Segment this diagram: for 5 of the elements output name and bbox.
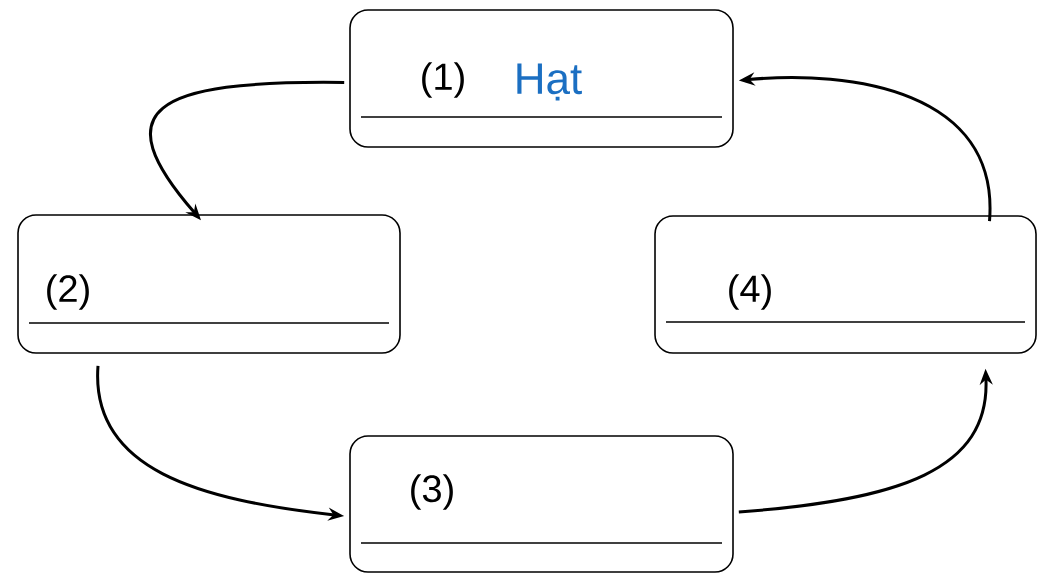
step-number: (4)	[729, 274, 771, 310]
step-number: (1)	[422, 62, 464, 98]
step-number: (2)	[47, 274, 89, 310]
step-number: (3)	[411, 474, 453, 510]
answer-text: Hạt	[517, 63, 582, 101]
